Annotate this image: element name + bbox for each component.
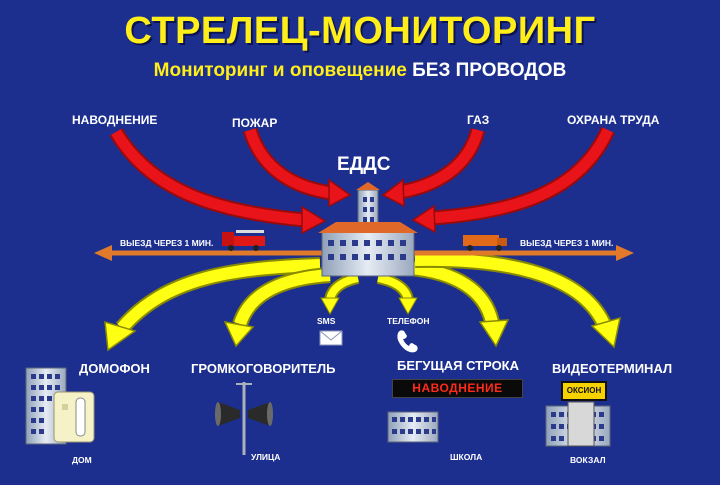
source-label-flood: НАВОДНЕНИЕ — [72, 113, 158, 127]
source-label-fire: ПОЖАР — [232, 116, 278, 130]
arrow-to-intercom — [104, 257, 321, 352]
school-building-icon — [387, 411, 439, 443]
diagram-subtitle: Мониторинг и оповещение БЕЗ ПРОВОДОВ — [0, 60, 720, 82]
departure-label-left: ВЫЕЗД ЧЕРЕЗ 1 МИН. — [120, 238, 214, 248]
arrow-to-sms — [320, 272, 360, 316]
output-arrows — [104, 251, 621, 352]
intercom-handset-icon — [53, 391, 95, 443]
arrow-to-videoterminal — [414, 251, 621, 349]
diagram-title: СТРЕЛЕЦ-МОНИТОРИНГ — [124, 10, 596, 52]
edds-building-icon — [318, 182, 418, 277]
fire-truck-icon — [222, 230, 265, 251]
arrow-to-ticker — [409, 260, 510, 348]
output-label-ticker: БЕГУЩАЯ СТРОКА — [397, 358, 520, 373]
phone-label: ТЕЛЕФОН — [387, 316, 430, 326]
arrow-to-loudspeaker — [223, 267, 331, 348]
departure-label-right: ВЫЕЗД ЧЕРЕЗ 1 МИН. — [520, 238, 614, 248]
output-label-loudspeaker: ГРОМКОГОВОРИТЕЛЬ — [191, 361, 336, 376]
place-label-station: ВОКЗАЛ — [570, 455, 606, 465]
envelope-icon — [319, 330, 343, 346]
source-label-gas: ГАЗ — [467, 113, 490, 127]
input-arrows — [109, 126, 615, 235]
arrow-to-phone — [376, 272, 418, 316]
arrow-from-gas — [381, 127, 486, 208]
loudspeaker-pole-icon — [215, 382, 273, 455]
sms-label: SMS — [317, 316, 336, 326]
output-label-videoterminal: ВИДЕОТЕРМИНАЛ — [552, 361, 673, 376]
output-label-intercom: ДОМОФОН — [79, 361, 150, 376]
source-label-safety: ОХРАНА ТРУДА — [567, 113, 660, 127]
arrow-from-fire — [242, 127, 352, 208]
subtitle-main: Мониторинг и оповещение — [153, 60, 407, 81]
ticker-display: НАВОДНЕНИЕ — [392, 379, 523, 398]
subtitle-emphasis: БЕЗ ПРОВОДОВ — [412, 60, 567, 81]
station-building-icon — [545, 401, 611, 447]
place-label-house: ДОМ — [72, 455, 92, 465]
hub-label: ЕДДС — [337, 154, 391, 175]
arrow-from-flood — [109, 128, 327, 235]
rescue-truck-icon — [463, 235, 507, 251]
place-label-street: УЛИЦА — [251, 452, 281, 462]
kiosk-display: ОКСИОН — [561, 381, 607, 401]
telephone-icon — [397, 330, 418, 353]
arrow-from-safety — [411, 126, 615, 234]
place-label-school: ШКОЛА — [450, 452, 483, 462]
